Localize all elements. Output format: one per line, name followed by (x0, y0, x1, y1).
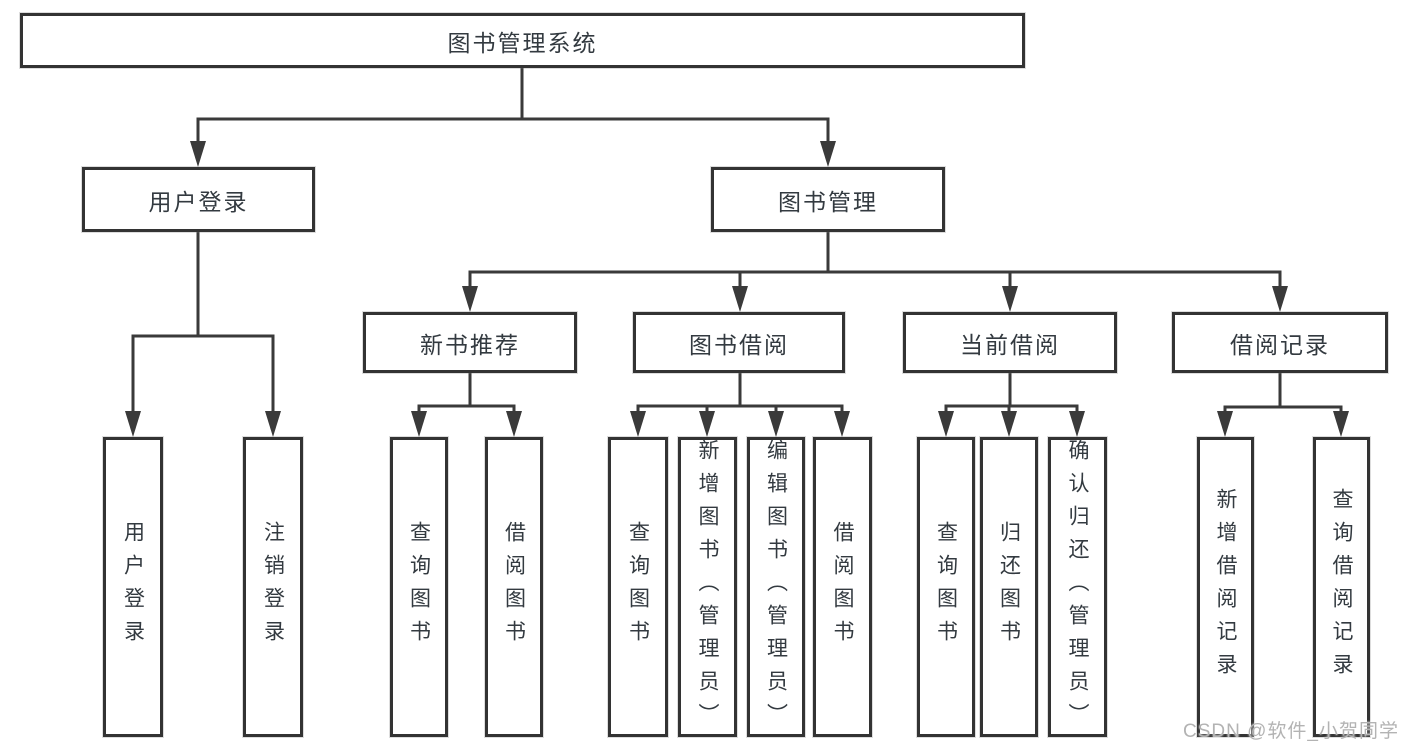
node-book-management: 图书管理 (711, 167, 945, 232)
node-return-book: 归还图书 (980, 437, 1038, 737)
node-edit-book-admin-label: 编辑图书（管理员） (764, 438, 788, 736)
csdn-watermark: CSDN @软件_小贺同学 (1183, 721, 1399, 742)
node-add-borrow-record-label: 新增借阅记录 (1214, 488, 1237, 686)
node-logout-label: 注销登录 (261, 521, 285, 653)
node-query-borrow-record: 查询借阅记录 (1313, 437, 1370, 737)
node-borrow-records: 借阅记录 (1172, 312, 1388, 373)
node-new-book-recommend: 新书推荐 (363, 312, 577, 373)
node-borrow-book: 借阅图书 (485, 437, 543, 737)
node-query-books-label: 查询图书 (626, 521, 650, 653)
node-borrow-book-label: 借阅图书 (831, 521, 854, 653)
node-return-book-label: 归还图书 (997, 521, 1021, 653)
node-add-book-admin-label: 新增图书（管理员） (696, 438, 719, 736)
node-user-login: 用户登录 (82, 167, 315, 232)
node-add-borrow-record: 新增借阅记录 (1197, 437, 1254, 737)
node-add-book-admin: 新增图书（管理员） (678, 437, 737, 737)
node-query-books-label: 查询图书 (934, 521, 958, 653)
node-query-books-label: 查询图书 (407, 521, 431, 653)
node-confirm-return-admin: 确认归还（管理员） (1048, 437, 1107, 737)
node-query-books: 查询图书 (917, 437, 975, 737)
node-user-login-leaf-label: 用户登录 (121, 521, 145, 653)
node-logout: 注销登录 (243, 437, 303, 737)
node-query-books: 查询图书 (608, 437, 668, 737)
node-user-login-leaf: 用户登录 (103, 437, 163, 737)
node-borrow-book-label: 借阅图书 (502, 521, 526, 653)
node-root: 图书管理系统 (20, 13, 1025, 68)
node-current-borrow: 当前借阅 (903, 312, 1117, 373)
arrowhead-icons (125, 141, 1349, 437)
node-query-borrow-record-label: 查询借阅记录 (1330, 488, 1353, 686)
node-borrow-book: 借阅图书 (813, 437, 872, 737)
node-query-books: 查询图书 (390, 437, 448, 737)
node-edit-book-admin: 编辑图书（管理员） (747, 437, 805, 737)
node-book-borrow: 图书借阅 (633, 312, 845, 373)
node-confirm-return-admin-label: 确认归还（管理员） (1066, 438, 1089, 736)
